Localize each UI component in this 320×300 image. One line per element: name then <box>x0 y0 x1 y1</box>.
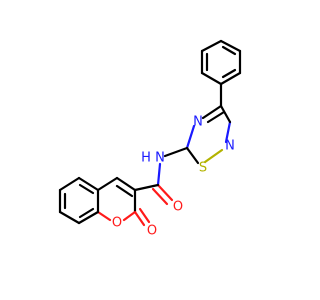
atom-n-thiadiazole-2: N <box>225 139 235 154</box>
bond-carbonyl-oxygen <box>156 183 174 202</box>
atom-n-thiadiazole-4: N <box>193 115 203 130</box>
benzo-ring <box>58 176 100 225</box>
bond-carbonyl-c3 <box>133 183 160 192</box>
atom-n-amide: N <box>155 151 165 166</box>
phenyl-ring <box>200 39 242 86</box>
atom-o-lactone: O <box>147 224 157 239</box>
molecule-structure: N N S N H O O O <box>58 39 242 239</box>
atom-h-amide: H <box>141 151 151 166</box>
atom-s-thiadiazole: S <box>199 161 207 176</box>
molecule-canvas: N N S N H O O O <box>58 39 242 239</box>
bond-thiadiazole-amide-n <box>163 146 189 158</box>
atom-o-ring: O <box>112 216 122 231</box>
pyranone-ring <box>96 176 137 222</box>
thiadiazole-ring <box>185 104 232 165</box>
atom-o-carbonyl: O <box>173 200 183 215</box>
bond-lactone-oxygen <box>133 210 146 227</box>
bond-amide-n-carbonyl <box>156 162 162 187</box>
